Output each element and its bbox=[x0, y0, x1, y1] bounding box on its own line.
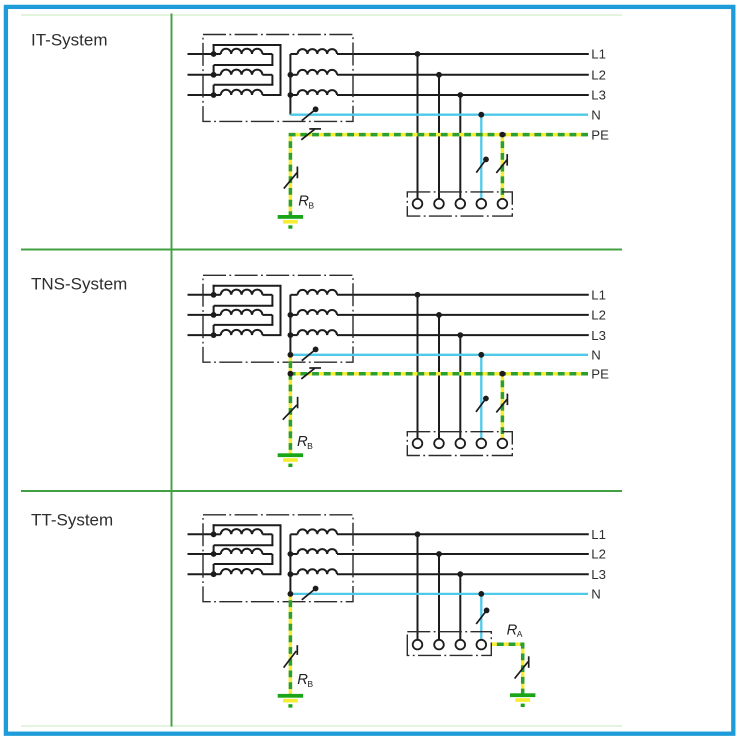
svg-text:B: B bbox=[307, 679, 313, 689]
svg-text:N: N bbox=[591, 587, 601, 602]
svg-text:L2: L2 bbox=[591, 547, 606, 562]
svg-text:B: B bbox=[308, 200, 314, 210]
svg-text:R: R bbox=[507, 622, 518, 638]
svg-text:TNS-System: TNS-System bbox=[31, 274, 127, 293]
svg-text:L2: L2 bbox=[591, 68, 606, 83]
svg-text:L2: L2 bbox=[591, 308, 606, 323]
svg-text:A: A bbox=[517, 629, 523, 639]
svg-text:N: N bbox=[591, 107, 601, 122]
svg-text:L1: L1 bbox=[591, 527, 606, 542]
svg-text:R: R bbox=[297, 434, 308, 450]
svg-text:TT-System: TT-System bbox=[31, 510, 113, 529]
svg-text:L3: L3 bbox=[591, 567, 606, 582]
svg-text:R: R bbox=[297, 672, 308, 688]
svg-text:R: R bbox=[298, 194, 309, 210]
svg-text:L1: L1 bbox=[591, 47, 606, 62]
svg-text:PE: PE bbox=[591, 366, 609, 381]
svg-text:B: B bbox=[307, 441, 313, 451]
svg-text:L1: L1 bbox=[591, 288, 606, 303]
svg-text:L3: L3 bbox=[591, 328, 606, 343]
svg-text:L3: L3 bbox=[591, 88, 606, 103]
svg-text:IT-System: IT-System bbox=[31, 30, 108, 49]
svg-text:N: N bbox=[591, 348, 601, 363]
svg-text:PE: PE bbox=[591, 127, 609, 142]
